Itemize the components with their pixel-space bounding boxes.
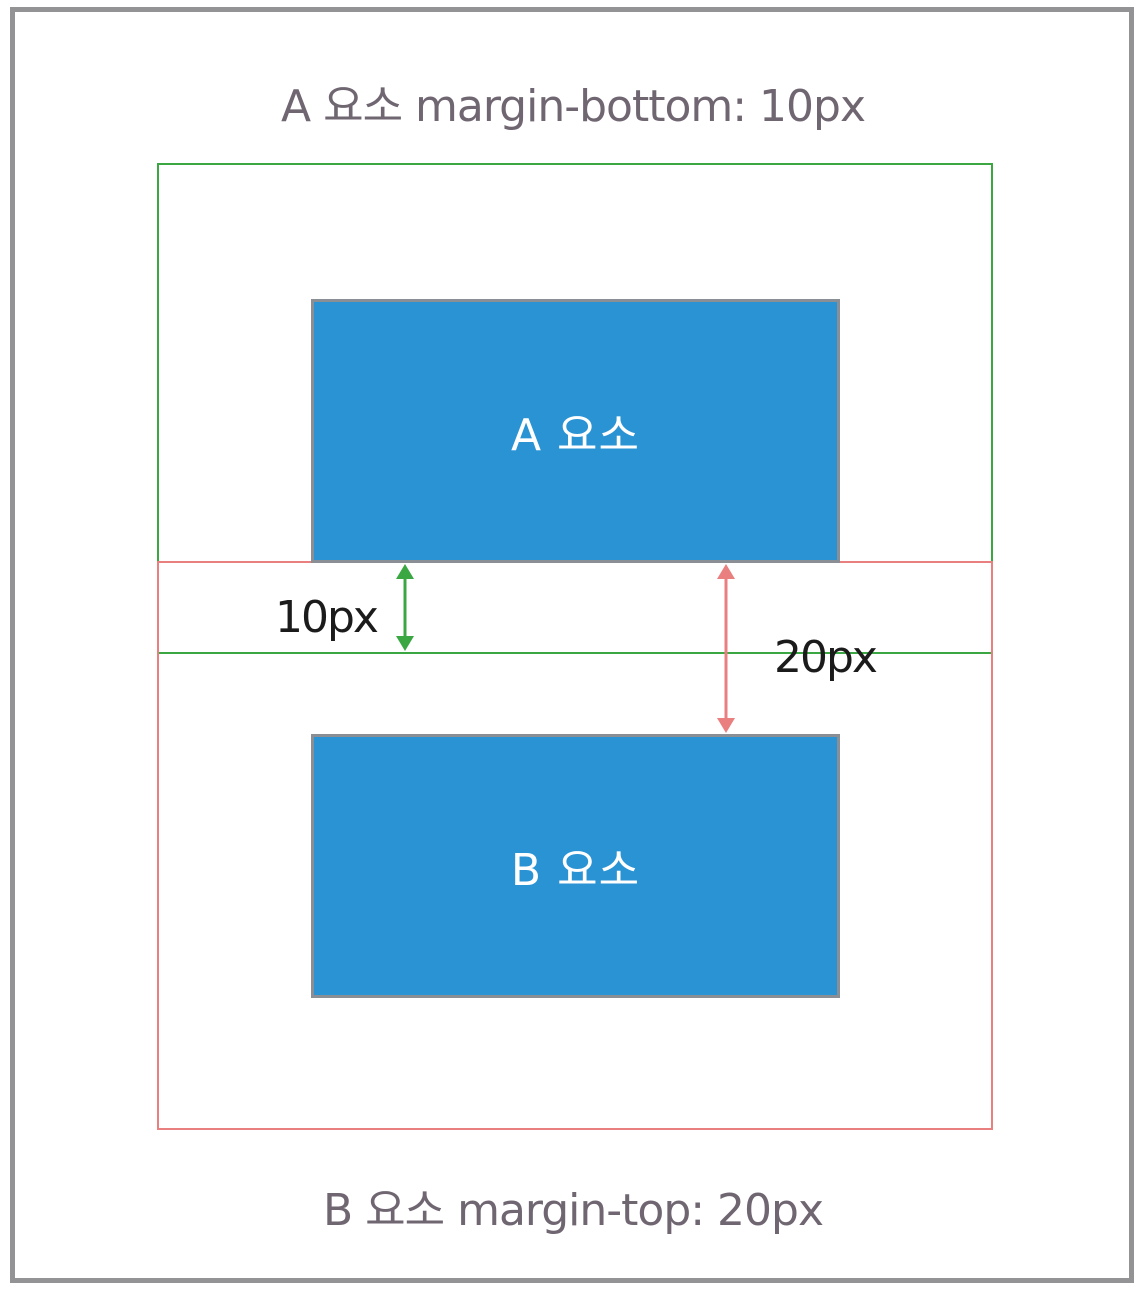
a-margin-measure-label: 10px — [275, 592, 379, 643]
a-margin-area-outline — [157, 163, 993, 654]
element-a-label: A 요소 — [510, 410, 641, 461]
element-a-box: A 요소 — [311, 299, 840, 563]
element-b-box: B 요소 — [311, 734, 840, 998]
a-margin-caption: A 요소 margin-bottom: 10px — [281, 81, 866, 132]
b-margin-caption: B 요소 margin-top: 20px — [322, 1185, 824, 1236]
outer-frame — [10, 7, 1134, 1283]
b-margin-measure-label: 20px — [774, 632, 878, 683]
element-b-label: B 요소 — [510, 845, 641, 896]
